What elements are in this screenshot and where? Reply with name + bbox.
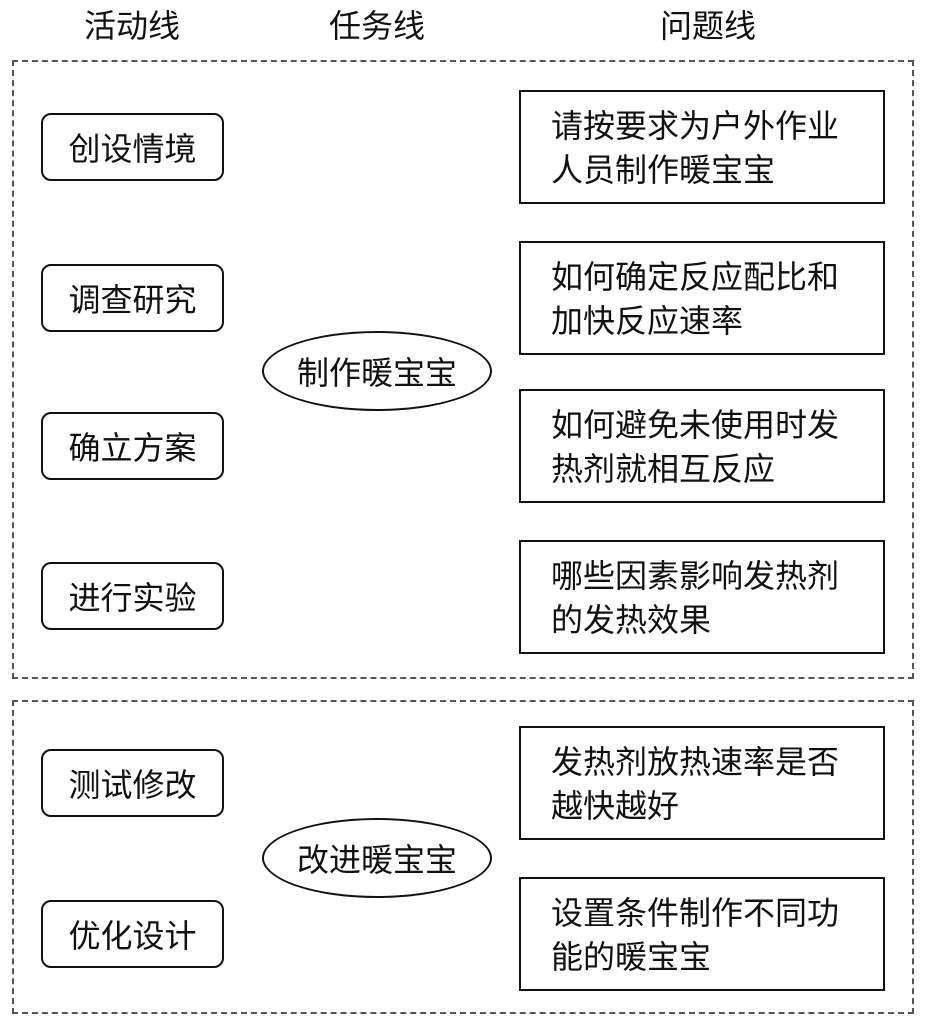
question-line: 加快反应速率 [551,302,744,340]
task-line-header: 任务线 [328,7,425,45]
question-line: 如何确定反应配比和 [551,258,840,296]
question-line-header: 问题线 [659,7,756,45]
activity-node: 确立方案 [41,412,224,480]
question-box: 发热剂放热速率是否 越快越好 [519,726,885,840]
activity-node: 进行实验 [41,562,224,630]
question-box: 哪些因素影响发热剂 的发热效果 [519,540,885,654]
question-box: 如何确定反应配比和 加快反应速率 [519,241,885,355]
question-line: 热剂就相互反应 [551,450,776,488]
activity-node: 调查研究 [41,264,224,332]
question-line: 请按要求为户外作业 [551,107,840,145]
activity-node: 优化设计 [41,900,224,968]
question-line: 设置条件制作不同功 [551,894,840,932]
question-line: 能的暖宝宝 [551,938,712,976]
task-ellipse-improve: 改进暖宝宝 [262,818,492,898]
question-box: 设置条件制作不同功 能的暖宝宝 [519,877,885,991]
question-box: 请按要求为户外作业 人员制作暖宝宝 [519,90,885,204]
question-box: 如何避免未使用时发 热剂就相互反应 [519,389,885,503]
activity-node: 创设情境 [41,113,224,181]
activity-line-header: 活动线 [83,7,180,45]
question-line: 的发热效果 [551,601,712,639]
question-line: 如何避免未使用时发 [551,406,840,444]
question-line: 人员制作暖宝宝 [551,151,776,189]
activity-node: 测试修改 [41,749,224,817]
question-line: 发热剂放热速率是否 [551,743,840,781]
question-line: 越快越好 [551,787,680,825]
group-make-warmer [12,60,914,679]
question-line: 哪些因素影响发热剂 [551,557,840,595]
group-improve-warmer [12,700,914,1014]
task-ellipse-make: 制作暖宝宝 [262,331,492,411]
